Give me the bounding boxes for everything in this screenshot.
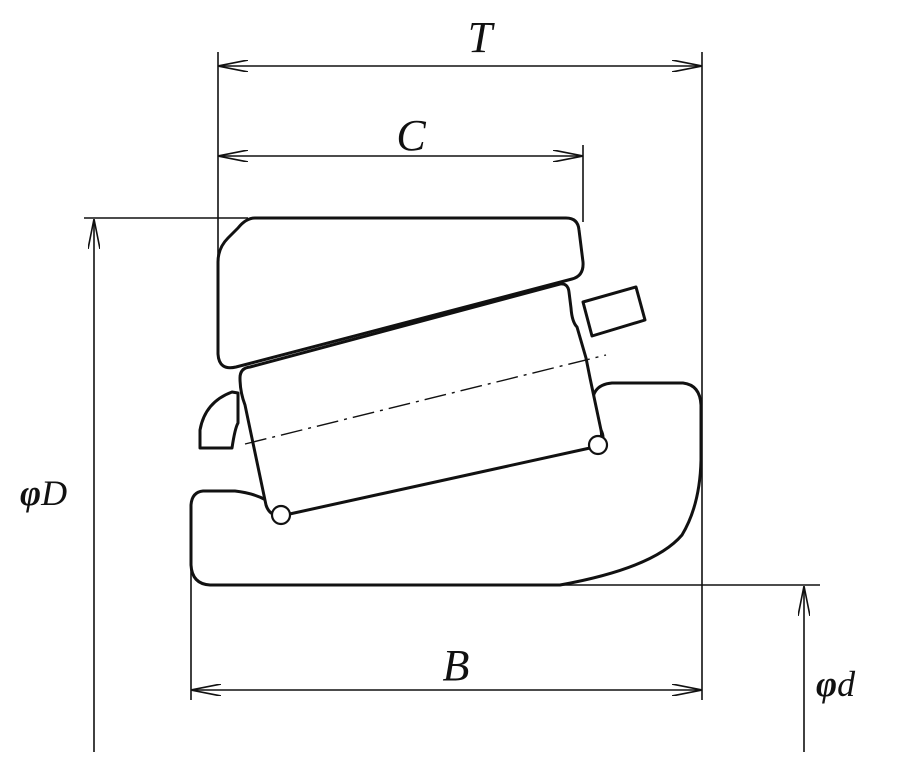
- diameter-letter-D: D: [40, 473, 67, 513]
- cage-bar: [581, 285, 647, 338]
- diameter-letter-d: d: [837, 664, 856, 704]
- outer-ring-cup: [216, 216, 585, 370]
- roller-axis-centerline: [244, 354, 607, 445]
- roller-end-contact-left: [270, 504, 292, 526]
- label-outer-diameter: φD: [20, 473, 67, 513]
- label-B: B: [443, 641, 470, 690]
- roller-end-contact-right: [587, 434, 609, 456]
- phi-symbol-d: φ: [816, 664, 837, 704]
- phi-symbol-D: φ: [20, 473, 41, 513]
- label-T: T: [468, 13, 496, 62]
- label-bore-diameter: φd: [816, 664, 856, 704]
- cage-crescent: [198, 390, 240, 450]
- label-C: C: [396, 111, 426, 160]
- tapered-roller: [238, 282, 603, 517]
